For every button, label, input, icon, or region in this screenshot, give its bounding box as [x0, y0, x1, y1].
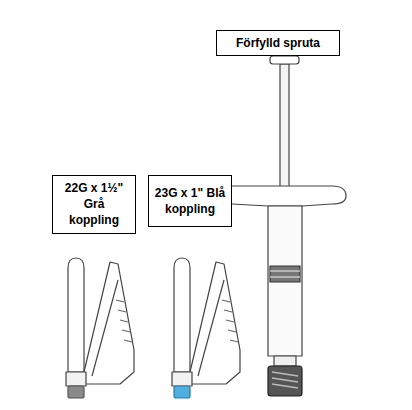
syringe-tip: [274, 356, 296, 366]
label-box: 22G x 1½" Grå koppling: [52, 175, 136, 234]
label-box: Förfylld spruta: [216, 30, 340, 56]
thumb-pad: [270, 56, 299, 64]
label-text: 23G x 1" Blå koppling: [154, 185, 226, 217]
label-box: 23G x 1" Blå koppling: [148, 175, 232, 227]
finger-flange: [218, 186, 346, 206]
safety-needle-grey: [66, 258, 134, 398]
plunger-stopper: [270, 266, 300, 282]
syringe-barrel: [268, 206, 302, 356]
label-text: Förfylld spruta: [236, 35, 320, 51]
tip-cap: [268, 366, 302, 396]
label-text: 22G x 1½" Grå koppling: [58, 180, 130, 229]
safety-needle-blue: [172, 258, 240, 398]
